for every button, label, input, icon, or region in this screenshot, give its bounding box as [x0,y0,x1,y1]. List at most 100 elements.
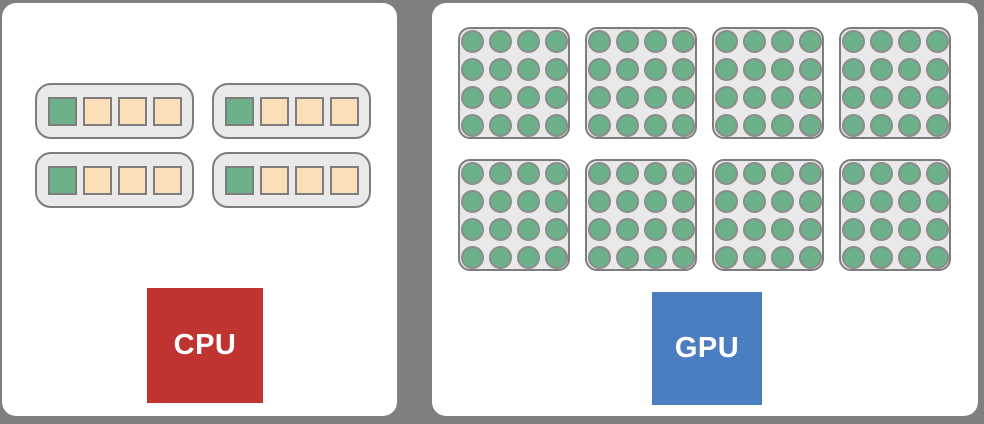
gpu-core-dot [671,245,695,269]
gpu-core-dot [714,217,738,241]
gpu-core-dot [615,57,639,81]
gpu-core-dot [770,113,794,137]
gpu-core-dot [488,245,512,269]
gpu-core-dot [798,29,822,53]
gpu-core-dot [516,57,540,81]
gpu-core-dot [587,245,611,269]
gpu-core-dot [869,29,893,53]
gpu-core-dot [897,29,921,53]
gpu-core-dot [544,189,568,213]
gpu-core-dot [488,29,512,53]
cpu-core [212,152,371,208]
gpu-core-dot [925,161,949,185]
gpu-core-dot [544,161,568,185]
gpu-core-dot [671,217,695,241]
gpu-core-dot [587,189,611,213]
gpu-core-dot [869,113,893,137]
gpu-core-dot [544,85,568,109]
gpu-core-dot [798,245,822,269]
gpu-core-dot [897,217,921,241]
cpu-unit-green [48,165,77,195]
gpu-core-dot [897,113,921,137]
cpu-core [35,83,194,139]
cpu-core-grid [35,83,371,208]
gpu-core-dot [460,245,484,269]
gpu-core-dot [544,245,568,269]
gpu-core-dot [841,29,865,53]
gpu-core-dot [460,113,484,137]
gpu-core-dot [615,29,639,53]
gpu-core-dot [897,189,921,213]
cpu-unit-peach [295,96,324,126]
gpu-core-dot [587,217,611,241]
gpu-core-dot [925,85,949,109]
gpu-core-dot [770,189,794,213]
gpu-sm-tile [712,27,824,139]
gpu-core-dot [488,189,512,213]
cpu-unit-peach [83,96,112,126]
gpu-core-dot [841,189,865,213]
gpu-core-dot [587,85,611,109]
gpu-core-dot [841,217,865,241]
gpu-core-dot [925,29,949,53]
gpu-core-dot [897,85,921,109]
gpu-core-dot [798,85,822,109]
gpu-core-dot [742,85,766,109]
gpu-core-dot [714,245,738,269]
gpu-core-dot [841,161,865,185]
cpu-unit-peach [260,96,289,126]
gpu-core-dot [714,85,738,109]
gpu-core-dot [925,189,949,213]
gpu-core-dot [770,217,794,241]
gpu-core-dot [770,29,794,53]
gpu-core-dot [798,189,822,213]
gpu-sm-tile [712,159,824,271]
gpu-sm-tile [839,27,951,139]
gpu-core-dot [671,161,695,185]
gpu-core-dot [897,245,921,269]
gpu-core-dot [671,113,695,137]
gpu-core-dot [460,161,484,185]
gpu-core-dot [869,245,893,269]
gpu-core-dot [714,161,738,185]
cpu-unit-green [225,96,254,126]
gpu-core-dot [798,217,822,241]
gpu-core-dot [714,189,738,213]
gpu-core-dot [742,161,766,185]
gpu-sm-tile [585,27,697,139]
gpu-core-dot [488,57,512,81]
cpu-unit-green [225,165,254,195]
gpu-core-dot [869,85,893,109]
gpu-core-dot [587,113,611,137]
cpu-unit-peach [118,165,147,195]
gpu-core-dot [615,161,639,185]
gpu-core-dot [671,29,695,53]
gpu-sm-tile [458,27,570,139]
gpu-core-dot [488,113,512,137]
gpu-core-dot [587,161,611,185]
gpu-core-dot [643,245,667,269]
gpu-core-dot [714,113,738,137]
gpu-core-dot [615,85,639,109]
gpu-label-block: GPU [652,292,762,405]
gpu-core-dot [897,161,921,185]
gpu-core-dot [770,161,794,185]
gpu-core-dot [925,57,949,81]
gpu-core-dot [714,57,738,81]
cpu-unit-peach [153,96,182,126]
gpu-core-dot [841,245,865,269]
gpu-core-dot [841,113,865,137]
gpu-core-dot [742,245,766,269]
cpu-unit-peach [330,165,359,195]
gpu-core-dot [671,57,695,81]
gpu-core-dot [460,85,484,109]
gpu-core-dot [897,57,921,81]
gpu-core-dot [516,161,540,185]
gpu-core-dot [714,29,738,53]
gpu-core-dot [615,189,639,213]
gpu-core-dot [770,85,794,109]
gpu-core-dot [869,189,893,213]
gpu-core-dot [643,189,667,213]
gpu-core-dot [488,85,512,109]
